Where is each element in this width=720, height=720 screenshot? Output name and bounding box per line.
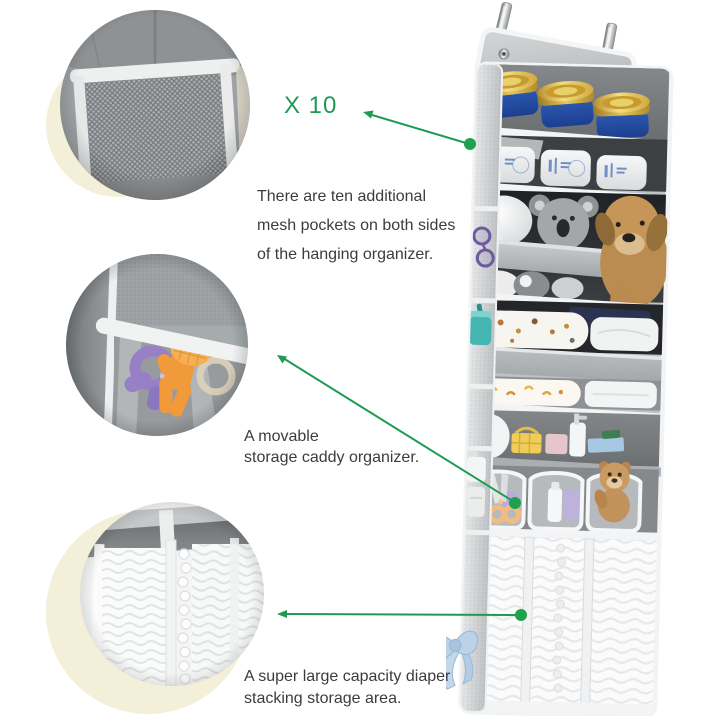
pink-cup xyxy=(545,433,568,455)
callout-storage-caddy-detail xyxy=(66,254,248,436)
caddy-pocket xyxy=(585,461,643,533)
note-line: of the hanging organizer. xyxy=(257,246,434,263)
caddy-illustration xyxy=(66,254,248,436)
caddy-pocket xyxy=(527,470,585,532)
note-line: stacking storage area. xyxy=(244,690,402,707)
note-line: A movable xyxy=(244,428,319,445)
white-bottle xyxy=(547,487,563,523)
yellow-basket xyxy=(511,426,542,454)
green-item xyxy=(601,429,621,439)
vignette xyxy=(60,10,250,200)
vignette xyxy=(80,502,264,686)
teal-sippy-cup xyxy=(469,303,492,346)
side-pocket-trim xyxy=(466,383,494,390)
note-line: mesh pockets on both sides xyxy=(257,217,456,234)
koala-plush-toy xyxy=(528,194,599,251)
white-can xyxy=(596,155,647,191)
note-line: There are ten additional xyxy=(257,188,426,205)
mesh-pockets-note: There are ten additional mesh pockets on… xyxy=(257,182,455,269)
diaper-stack-illustration xyxy=(80,502,264,686)
side-pocket-trim xyxy=(471,205,499,212)
storage-caddy-note: A movable storage caddy organizer. xyxy=(244,426,419,468)
side-pocket-trim xyxy=(469,297,497,304)
diaper-storage-note: A super large capacity diaper stacking s… xyxy=(244,666,450,710)
note-line: storage caddy organizer. xyxy=(244,449,420,466)
note-line: A super large capacity diaper xyxy=(244,668,451,685)
white-can xyxy=(540,149,591,187)
purple-sunglasses xyxy=(472,226,495,268)
diaper-storage-area xyxy=(460,535,657,715)
lotion-pump-bottle xyxy=(569,413,588,457)
small-plush-toy xyxy=(551,277,584,300)
mesh-pocket-illustration xyxy=(60,10,250,200)
blue-ribbon-bow xyxy=(446,630,479,690)
callout-diaper-stack-detail xyxy=(80,502,264,686)
gray-flap-band xyxy=(471,345,662,383)
hanging-organizer-product xyxy=(446,1,674,716)
blue-item xyxy=(587,437,625,453)
formula-can xyxy=(537,80,594,128)
shelf-blankets xyxy=(471,299,664,355)
shelf-trim xyxy=(463,527,662,541)
teddy-bear xyxy=(594,461,631,523)
white-blanket xyxy=(590,317,659,352)
purple-bottle xyxy=(563,490,581,521)
side-pocket-trim xyxy=(465,445,493,452)
organizer xyxy=(446,1,674,716)
bottom-binding xyxy=(460,699,657,715)
vignette xyxy=(66,254,248,436)
diaper-ruffles xyxy=(552,543,566,693)
callout-mesh-pocket-detail xyxy=(60,10,250,200)
formula-can xyxy=(593,92,650,139)
caddy-pocket-row xyxy=(463,461,662,541)
mesh-pocket-count-label: X 10 xyxy=(284,92,338,119)
side-pocket-trim xyxy=(463,529,491,536)
dog-plush-toy xyxy=(595,195,669,316)
